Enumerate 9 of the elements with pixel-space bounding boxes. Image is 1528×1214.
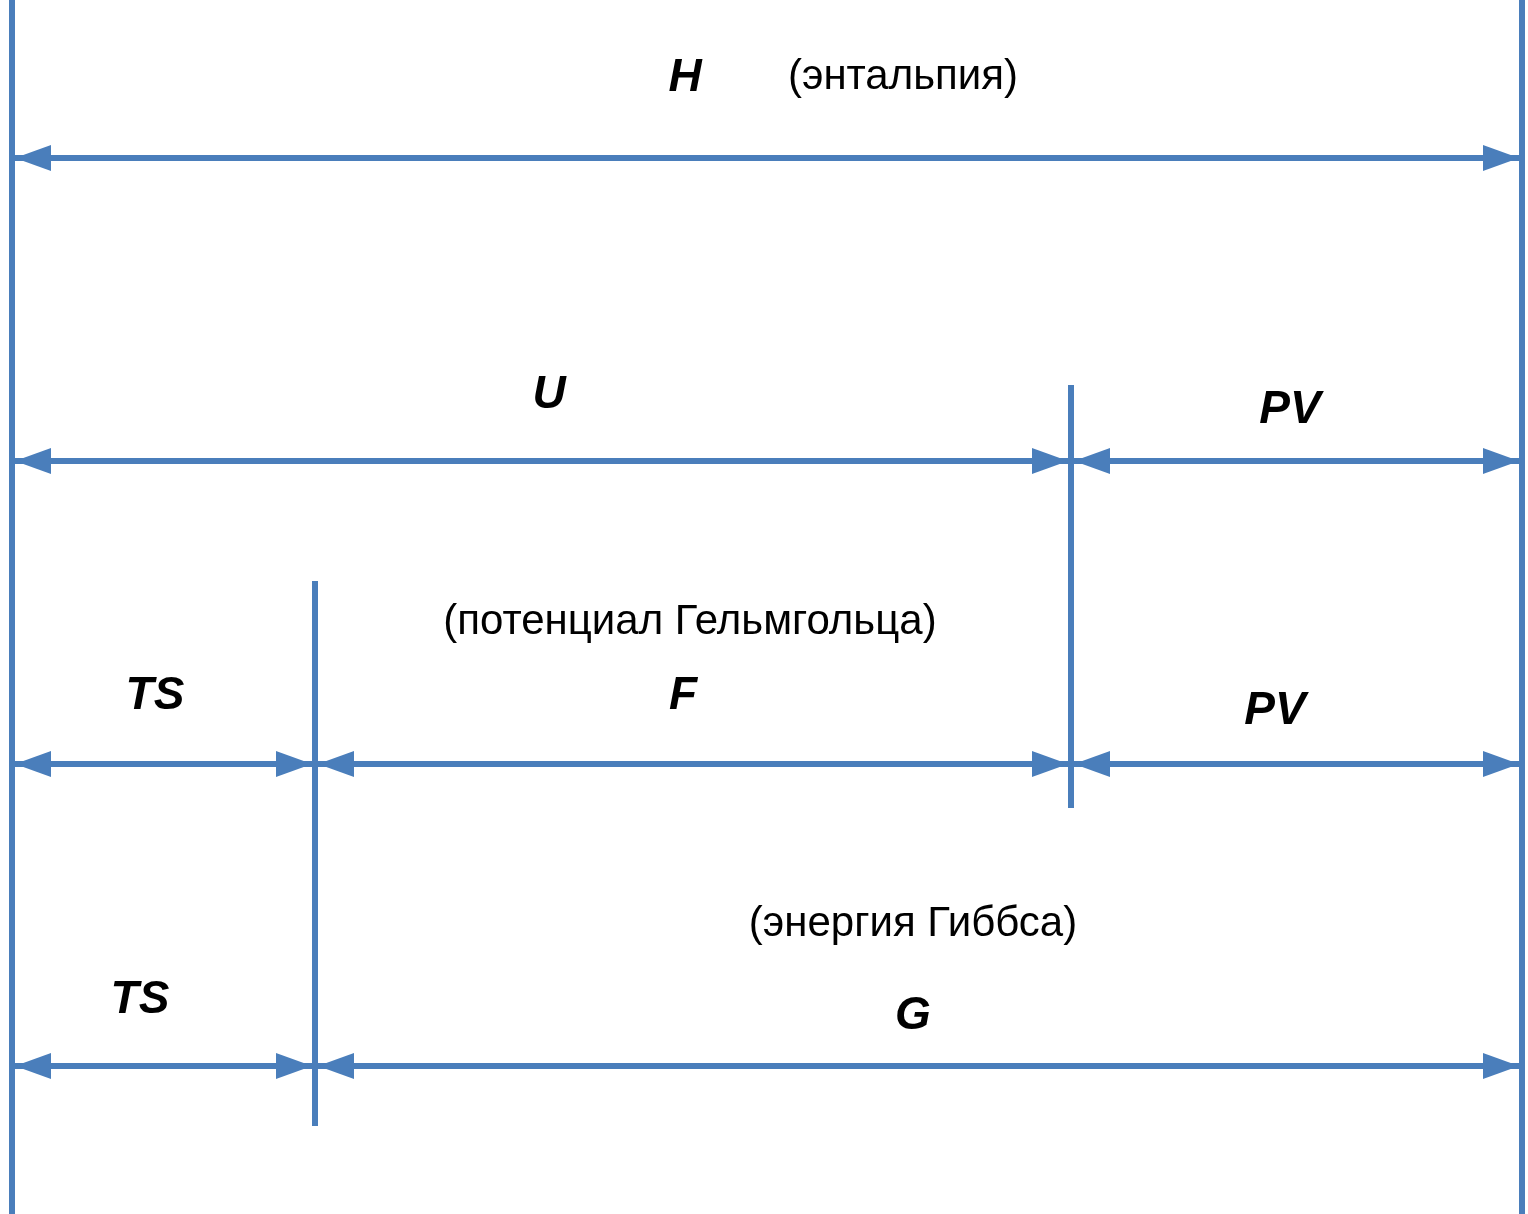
quantity-name: (потенциал Гельмгольца) [443,596,937,644]
quantity-name: (энтальпия) [787,51,1019,99]
quantity-symbol: U [532,365,566,419]
quantity-name: (энергия Гиббса) [748,898,1078,946]
quantity-symbol: TS [125,666,185,720]
quantity-symbol: F [668,666,698,720]
quantity-symbol: H [668,48,702,102]
quantity-symbol: G [895,986,931,1040]
quantity-symbol: TS [110,970,170,1024]
